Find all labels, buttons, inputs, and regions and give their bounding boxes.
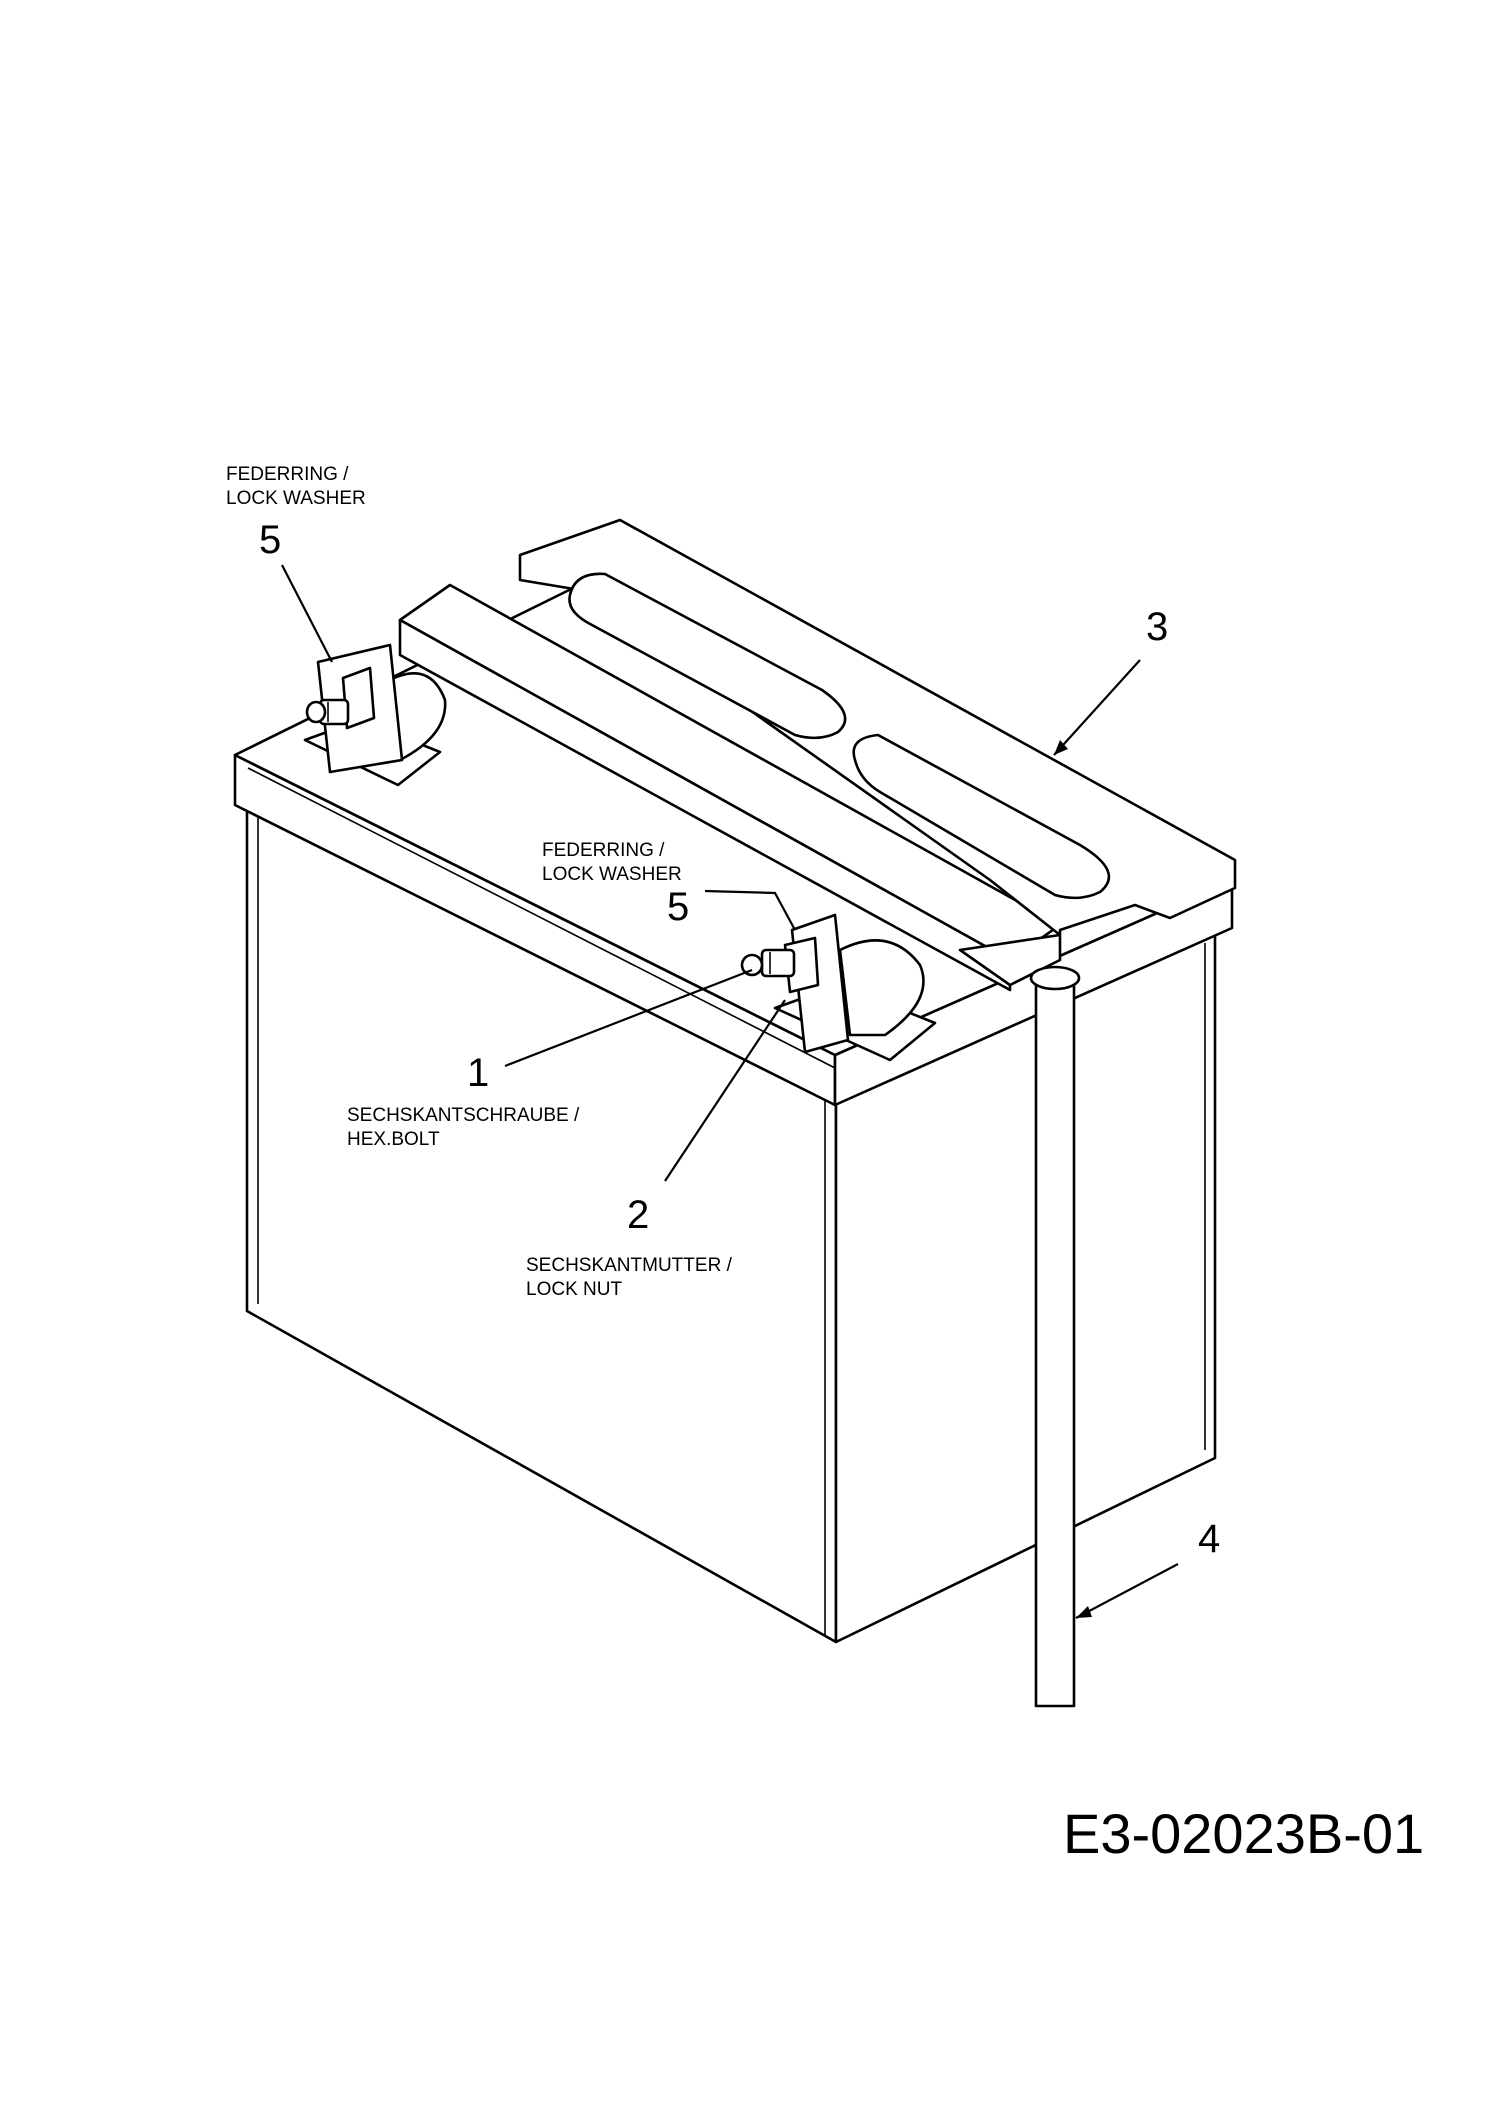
rod-number: 4 (1198, 1517, 1221, 1561)
hold-down-strap (518, 518, 1237, 987)
washer-left-number: 5 (259, 518, 282, 562)
mounting-rod (1029, 965, 1081, 1708)
bolt-label-line2: HEX.BOLT (347, 1128, 440, 1150)
terminal-left (303, 643, 447, 787)
strap-number: 3 (1146, 605, 1169, 649)
washer-left-label: FEDERRING / LOCK WASHER (226, 463, 366, 511)
nut-label-line2: LOCK NUT (526, 1278, 623, 1300)
leader-lines (281, 564, 1179, 1619)
battery-body (245, 790, 1217, 1644)
washer-left-label-line1: FEDERRING / (226, 464, 349, 485)
leader-strap (1053, 659, 1141, 756)
nut-label-line1: SECHSKANTMUTTER / (526, 1255, 732, 1276)
leader-nut (664, 999, 786, 1182)
washer-right-number: 5 (667, 885, 690, 929)
leader-rod (1075, 1563, 1179, 1619)
washer-right-label-line2: LOCK WASHER (542, 863, 682, 885)
leader-bolt (504, 968, 753, 1068)
bolt-label: SECHSKANTSCHRAUBE / HEX.BOLT (347, 1104, 579, 1152)
bolt-number: 1 (467, 1051, 490, 1095)
leader-washer-left (281, 564, 333, 663)
arrowhead-rod (1076, 1606, 1092, 1618)
bolt-label-line1: SECHSKANTSCHRAUBE / (347, 1105, 580, 1126)
washer-right-label: FEDERRING / LOCK WASHER (542, 839, 682, 887)
arrowhead-strap (1054, 740, 1068, 755)
washer-left-label-line2: LOCK WASHER (226, 487, 366, 509)
nut-number: 2 (627, 1193, 650, 1237)
nut-label: SECHSKANTMUTTER / LOCK NUT (526, 1254, 732, 1302)
leader-washer-right (704, 889, 796, 931)
drawing-code: E3-02023B-01 (1063, 1802, 1425, 1865)
terminal-right (740, 913, 937, 1062)
washer-right-label-line1: FEDERRING / (542, 840, 665, 861)
